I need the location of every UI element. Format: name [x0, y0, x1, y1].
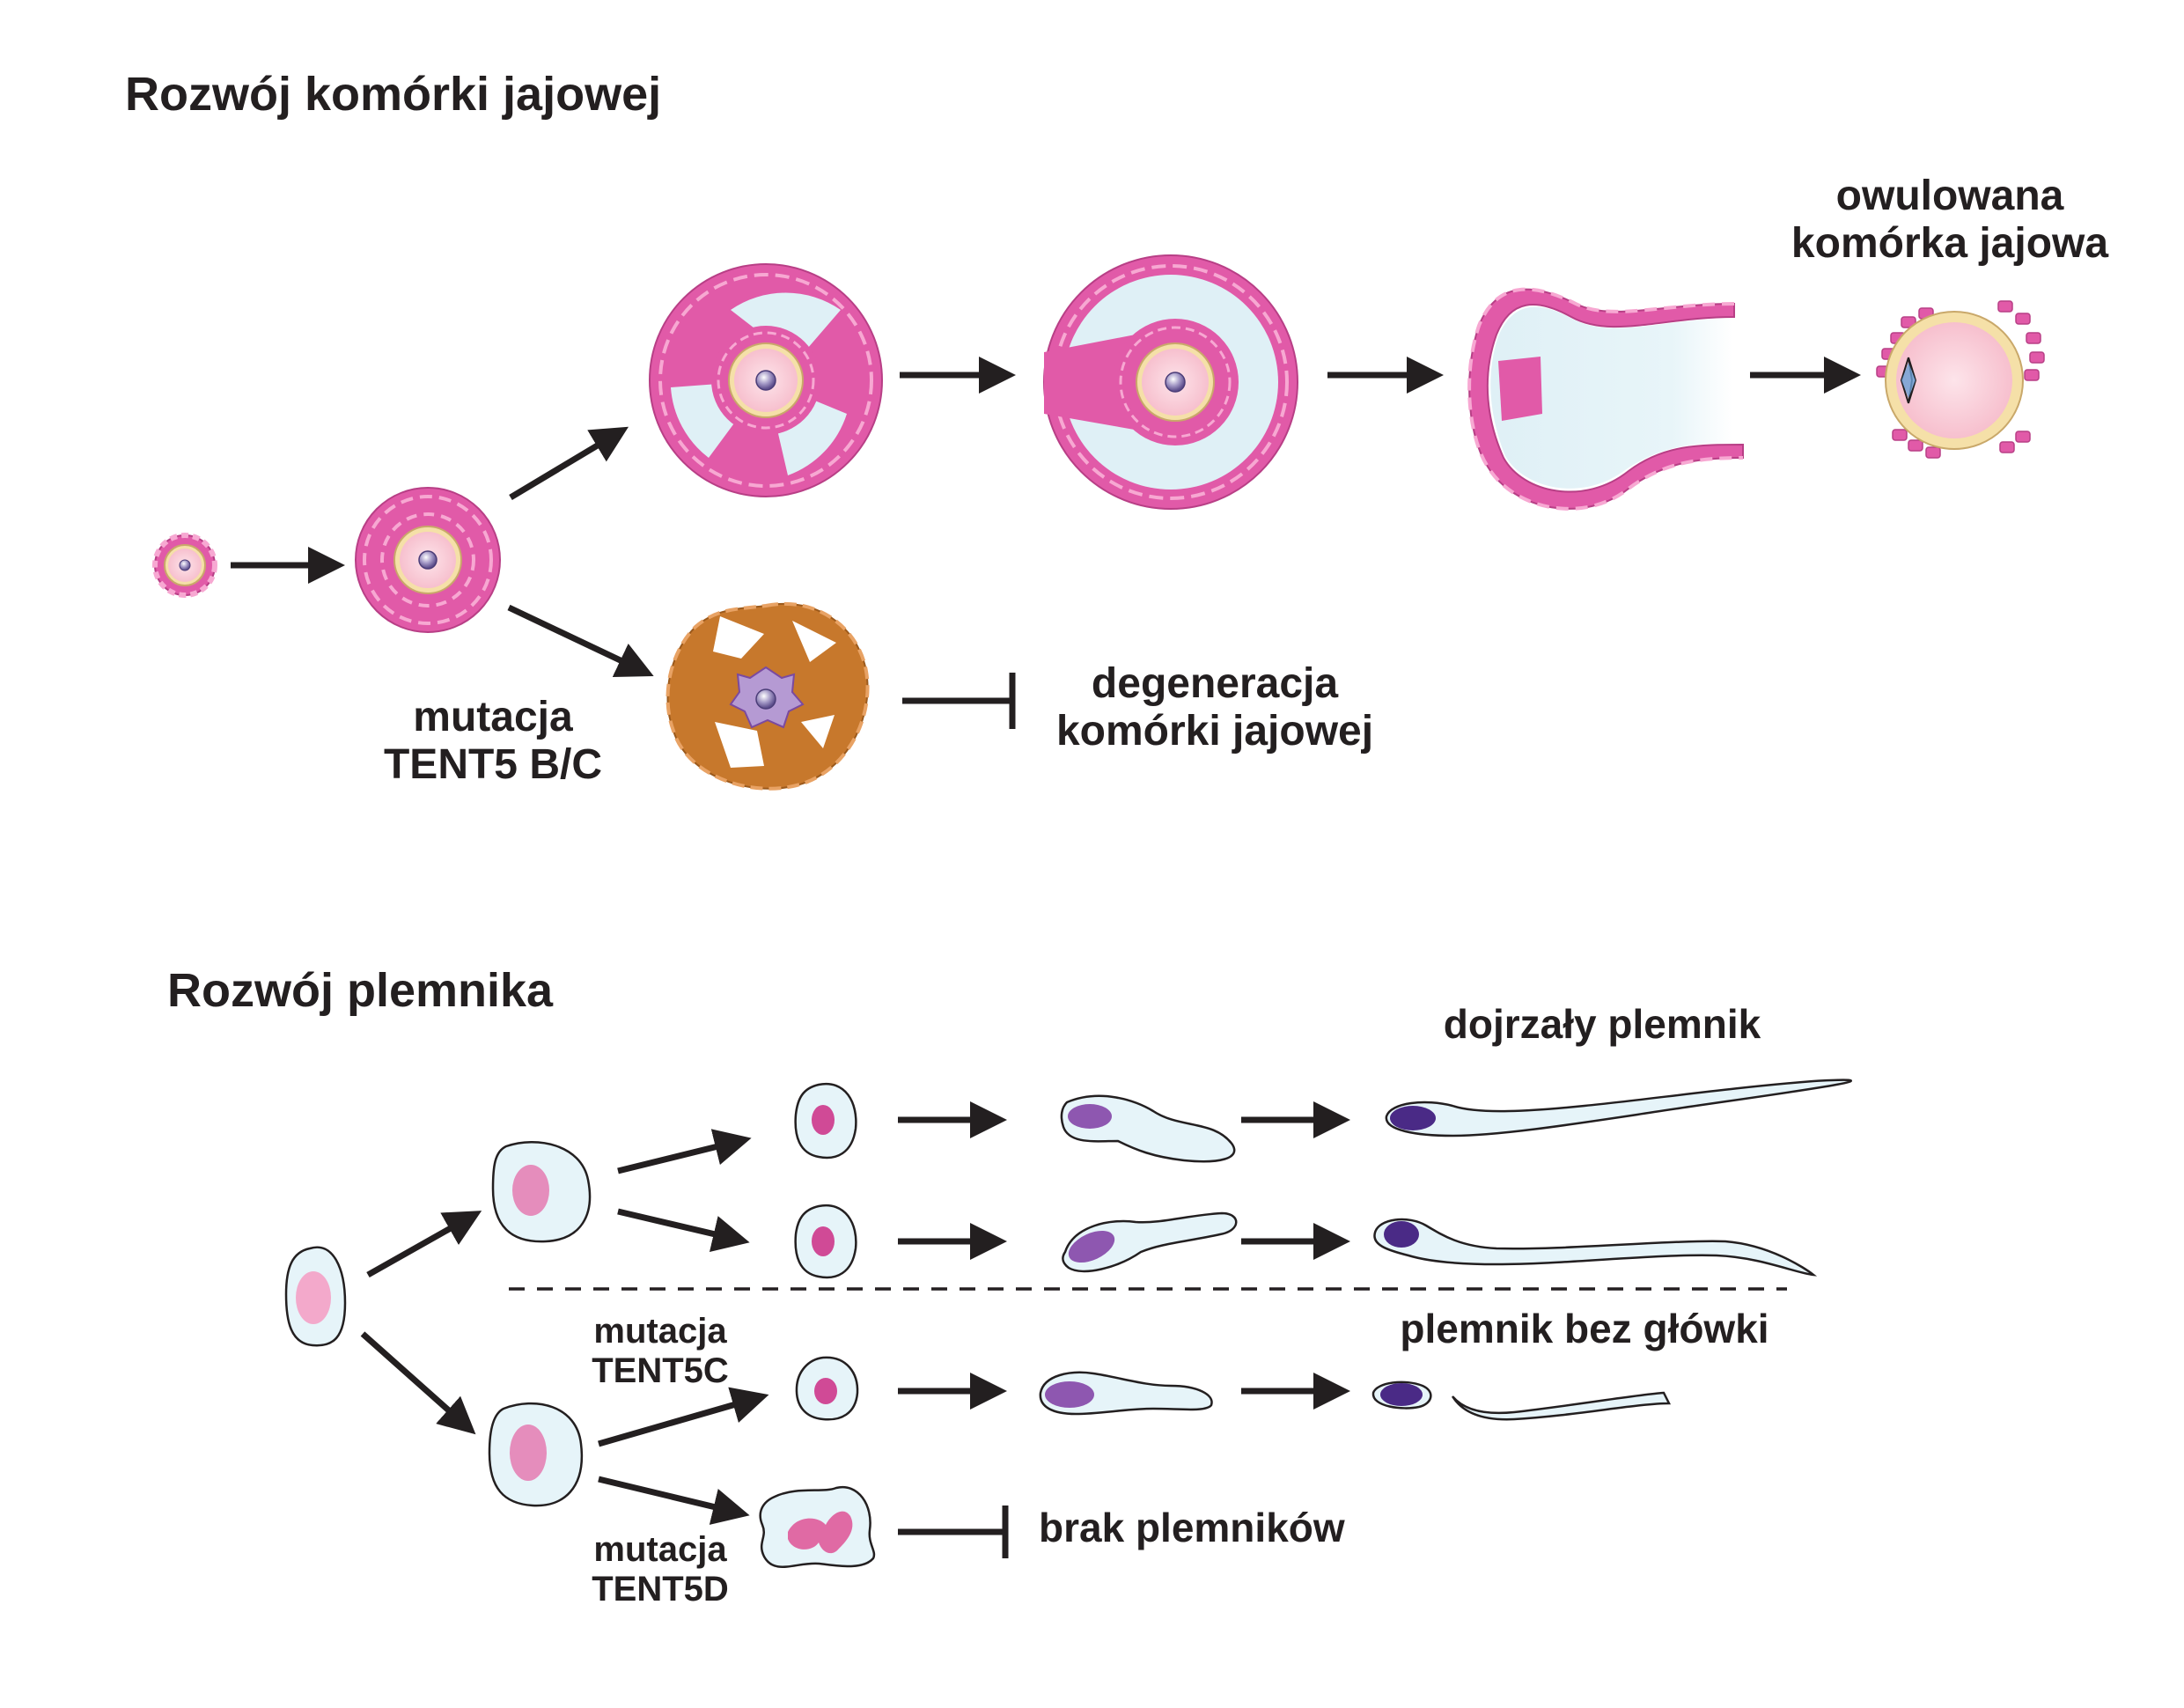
degenerating-follicle	[665, 601, 870, 791]
egg-section-title: Rozwój komórki jajowej	[125, 68, 662, 121]
ovulated-oocyte-label-line1: owulowana	[1835, 173, 2064, 219]
sperm-mutation-d-line1: mutacja	[593, 1530, 727, 1569]
egg-mutation-label: mutacja TENT5 B/C	[361, 694, 625, 789]
egg-degeneration-label-line1: degeneracja	[1091, 660, 1339, 707]
sperm-mutation-d-label: mutacja TENT5D	[563, 1530, 757, 1609]
egg-degeneration-label-line2: komórki jajowej	[1055, 707, 1374, 755]
primordial-follicle	[152, 533, 217, 598]
sperm-mutation-c-line2: TENT5C	[592, 1351, 729, 1390]
inhibition-sperm	[898, 1506, 1009, 1558]
elongating-spermatid-row2	[1062, 1211, 1238, 1273]
spermatid-row2	[794, 1204, 857, 1279]
antral-follicle	[1043, 254, 1298, 510]
mature-sperm-label: dojrzały plemnik	[1443, 1001, 1761, 1047]
arrow-sperm-top-2	[617, 1208, 750, 1253]
egg-mutation-label-line1: mutacja	[413, 694, 573, 740]
spermatocyte-bottom	[488, 1402, 584, 1507]
secondary-follicle	[355, 487, 501, 633]
egg-mutation-label-line2: TENT5 B/C	[383, 740, 602, 788]
elongating-spermatid-row3	[1039, 1371, 1213, 1416]
arrow-egg-up	[509, 426, 629, 501]
arrow-egg-down	[507, 604, 654, 677]
arrow-sperm-bottom-2	[598, 1476, 750, 1525]
sperm-mutation-c-label: mutacja TENT5C	[563, 1312, 757, 1391]
abnormal-cell	[759, 1485, 876, 1568]
inhibition-egg	[902, 673, 1016, 729]
egg-degeneration-label: degeneracja komórki jajowej	[1039, 660, 1391, 755]
arrow-sperm-up	[366, 1211, 482, 1278]
elongating-spermatid-row1	[1060, 1094, 1236, 1163]
spermatid-row3	[795, 1356, 859, 1421]
sperm-mutation-d-line2: TENT5D	[592, 1569, 729, 1609]
arrow-sperm-bottom-1	[598, 1387, 769, 1447]
arrow-sperm-top-1	[617, 1129, 752, 1174]
early-antral-follicle	[649, 263, 883, 497]
ovulated-oocyte	[1876, 300, 2045, 459]
mature-sperm-1	[1385, 1079, 1852, 1137]
sperm-section-title: Rozwój plemnika	[167, 964, 554, 1017]
spermatocyte-top	[491, 1141, 592, 1243]
headless-sperm-label: plemnik bez główki	[1400, 1306, 1769, 1351]
sperm-mutation-c-line1: mutacja	[593, 1312, 727, 1351]
headless-sperm	[1371, 1380, 1672, 1421]
ovulated-oocyte-label: owulowana komórka jajowa	[1778, 173, 2121, 268]
ruptured-follicle	[1467, 287, 1744, 511]
ovulated-oocyte-label-line2: komórka jajowa	[1791, 219, 2109, 267]
arrow-sperm-down	[360, 1331, 476, 1435]
mature-sperm-2	[1373, 1218, 1818, 1277]
spermatogonium	[284, 1246, 347, 1347]
no-sperm-label: brak plemników	[1039, 1505, 1345, 1550]
spermatid-row1	[794, 1082, 857, 1160]
